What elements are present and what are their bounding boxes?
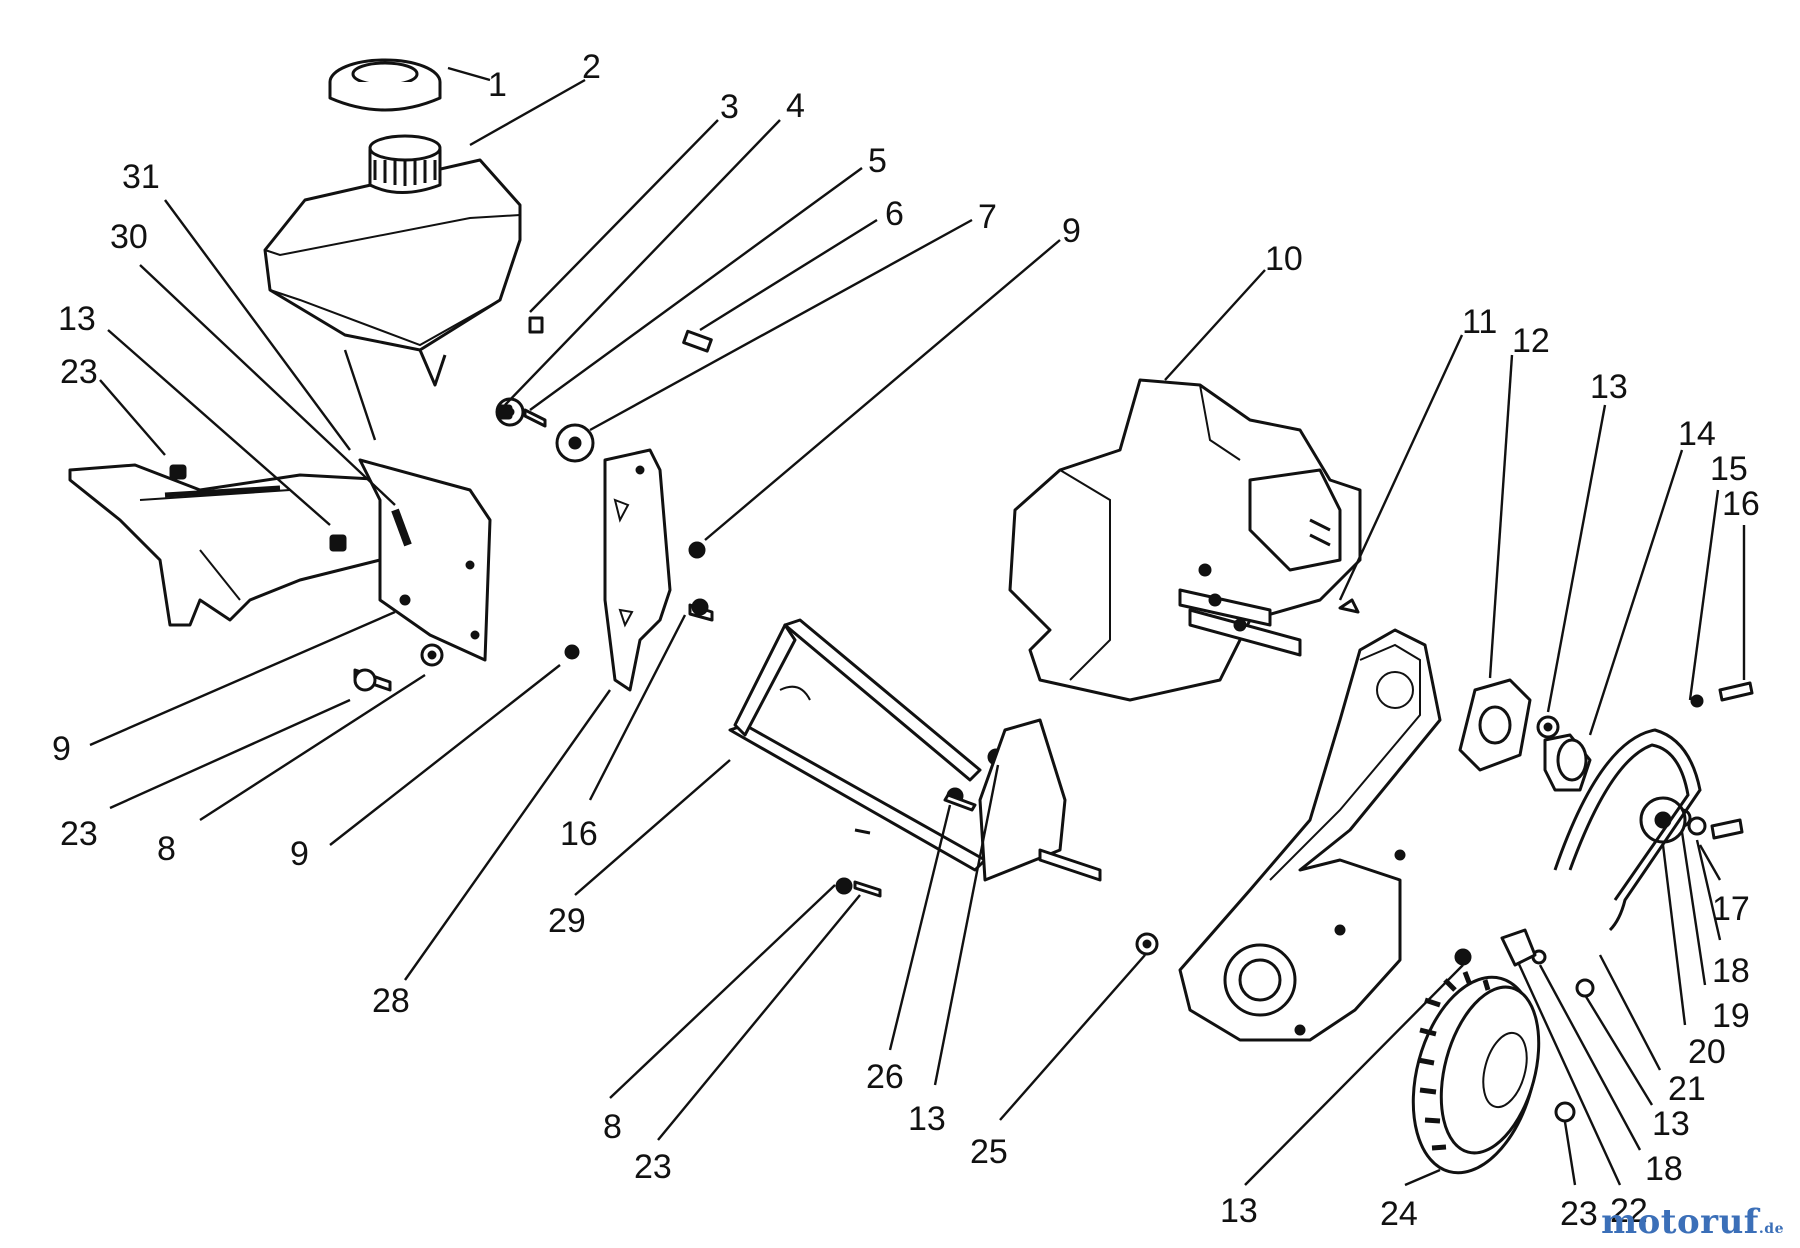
callout-8-bottom: 8: [603, 1108, 622, 1146]
callout-labels: 1 2 3 4 5 6 7 9 10 11 12 13 14 15 16 23 …: [52, 48, 1760, 1233]
engine-icon: [1008, 378, 1362, 702]
callout-15: 15: [1710, 450, 1748, 488]
callout-9-lower: 9: [290, 835, 309, 873]
callout-13-mid: 13: [908, 1100, 946, 1138]
callout-20: 20: [1688, 1033, 1726, 1071]
callout-18-lower: 18: [1645, 1150, 1683, 1188]
callout-11: 11: [1462, 303, 1497, 341]
callout-23: 23: [1560, 1195, 1598, 1233]
callout-7: 7: [978, 198, 997, 236]
belt-icon: [1553, 728, 1702, 932]
pulley-icon: [1458, 678, 1687, 967]
callout-16-right: 16: [1722, 485, 1760, 523]
callout-1: 1: [488, 66, 507, 104]
frame-plate-icon: [1178, 628, 1442, 1042]
auger-frame-icon: [728, 618, 1102, 882]
callout-18-right: 18: [1712, 952, 1750, 990]
leader-lines: [89, 66, 1746, 1187]
callout-24: 24: [1380, 1195, 1418, 1233]
wheel-icon: [1411, 971, 1541, 1175]
callout-19: 19: [1712, 997, 1750, 1035]
callout-12: 12: [1512, 322, 1550, 360]
callout-13-bottom: 13: [1220, 1192, 1258, 1230]
callout-8-left: 8: [157, 830, 176, 868]
callout-26: 26: [866, 1058, 904, 1096]
hardware-icon: [169, 316, 1754, 1123]
callout-14: 14: [1678, 415, 1716, 453]
callout-28: 28: [372, 982, 410, 1020]
watermark-brand: motoruf: [1601, 1202, 1759, 1242]
callout-5: 5: [868, 142, 887, 180]
callout-30: 30: [110, 218, 148, 256]
callout-31: 31: [122, 158, 160, 196]
callout-6: 6: [885, 195, 904, 233]
callout-16: 16: [560, 815, 598, 853]
callout-29: 29: [548, 902, 586, 940]
watermark-tld: .de: [1758, 1221, 1784, 1237]
callout-27-left: 23: [60, 815, 98, 853]
callout-21: 21: [1668, 1070, 1706, 1108]
side-bracket-icon: [358, 458, 492, 662]
callout-10: 10: [1265, 240, 1303, 278]
callout-13-right: 13: [1590, 368, 1628, 406]
callout-9-top: 9: [1062, 212, 1081, 250]
fuel-tank-icon: [263, 134, 522, 387]
gas-cap-icon: [328, 58, 442, 112]
callout-17: 17: [1712, 890, 1750, 928]
callout-9-left: 9: [52, 730, 71, 768]
callout-22: 22: [1610, 1192, 1648, 1230]
callout-4: 4: [786, 87, 805, 125]
callout-13-lowerright: 13: [1652, 1105, 1690, 1143]
watermark-logo: motoruf.de: [1601, 1202, 1784, 1242]
auger-housing-icon: [68, 463, 402, 627]
callout-3: 3: [720, 88, 739, 126]
callout-13-topleft: 13: [58, 300, 96, 338]
vertical-bracket-icon: [603, 448, 672, 692]
callout-27-topleft: 23: [60, 353, 98, 391]
callout-25: 25: [970, 1133, 1008, 1171]
callout-27-bottom: 23: [634, 1148, 672, 1186]
callout-2: 2: [582, 48, 601, 86]
